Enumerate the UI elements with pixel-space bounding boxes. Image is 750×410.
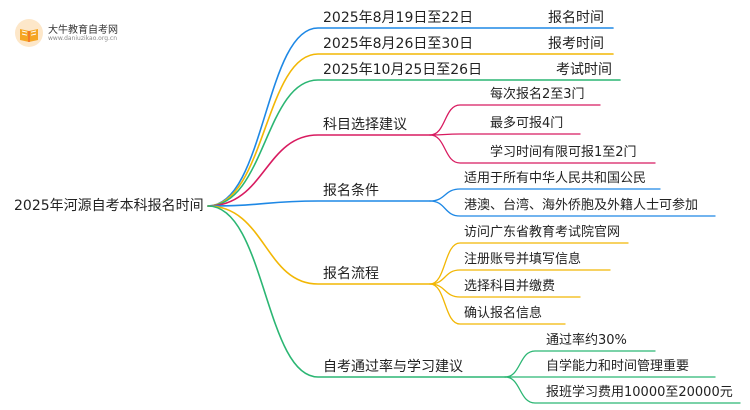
leaf-connector — [429, 133, 581, 136]
branch-pass-rate: 自考通过率与学习建议 — [323, 359, 463, 375]
pass-rate-item: 自学能力和时间管理重要 — [546, 359, 690, 374]
pass-rate-item: 通过率约30% — [546, 333, 627, 348]
branch-process: 报名流程 — [323, 266, 379, 282]
branch-apply-tag: 报考时间 — [548, 36, 604, 52]
branch-connector — [207, 27, 614, 207]
root-topic: 2025年河源自考本科报名时间 — [14, 198, 204, 214]
brand-name: 大牛教育自考网 — [48, 25, 118, 36]
leaf-connector — [429, 283, 566, 325]
brand-url: www.daniuzikao.org.cn — [48, 35, 118, 42]
leaf-connector — [429, 104, 601, 136]
branch-exam-date: 2025年10月25日至26日 — [323, 62, 483, 78]
open-book-icon — [15, 19, 43, 47]
branch-connector — [207, 53, 614, 207]
subject-advice-item: 每次报名2至3门 — [490, 87, 585, 102]
process-step: 访问广东省教育考试院官网 — [464, 225, 621, 240]
leaf-connector — [429, 242, 629, 285]
eligibility-item: 适用于所有中华人民共和国公民 — [464, 171, 647, 186]
brand-logo: 大牛教育自考网 www.daniuzikao.org.cn — [14, 18, 124, 48]
leaf-connector — [429, 269, 611, 285]
leaf-connector — [429, 134, 656, 164]
pass-rate-item: 报班学习费用10000至20000元 — [546, 385, 733, 400]
leaf-connector — [504, 350, 656, 378]
leaf-connector — [504, 376, 741, 404]
branch-eligibility: 报名条件 — [323, 183, 379, 199]
process-step: 选择科目并缴费 — [464, 279, 556, 294]
leaf-connector — [429, 188, 661, 202]
subject-advice-item: 学习时间有限可报1至2门 — [490, 145, 637, 160]
branch-apply-date: 2025年8月26日至30日 — [323, 36, 474, 52]
branch-connector — [207, 79, 621, 207]
branch-connector — [207, 200, 431, 207]
branch-connector — [207, 205, 506, 378]
eligibility-item: 港澳、台湾、海外侨胞及外籍人士可参加 — [464, 198, 699, 213]
branch-connector — [207, 205, 431, 285]
branch-connector — [207, 134, 431, 207]
subject-advice-item: 最多可报4门 — [490, 116, 564, 131]
process-step: 注册账号并填写信息 — [464, 252, 582, 267]
leaf-connector — [429, 200, 716, 217]
process-step: 确认报名信息 — [464, 306, 543, 321]
branch-subject-advice: 科目选择建议 — [323, 117, 407, 133]
branch-exam-tag: 考试时间 — [556, 62, 612, 78]
branch-signup-tag: 报名时间 — [548, 10, 604, 26]
branch-signup-date: 2025年8月19日至22日 — [323, 10, 474, 26]
